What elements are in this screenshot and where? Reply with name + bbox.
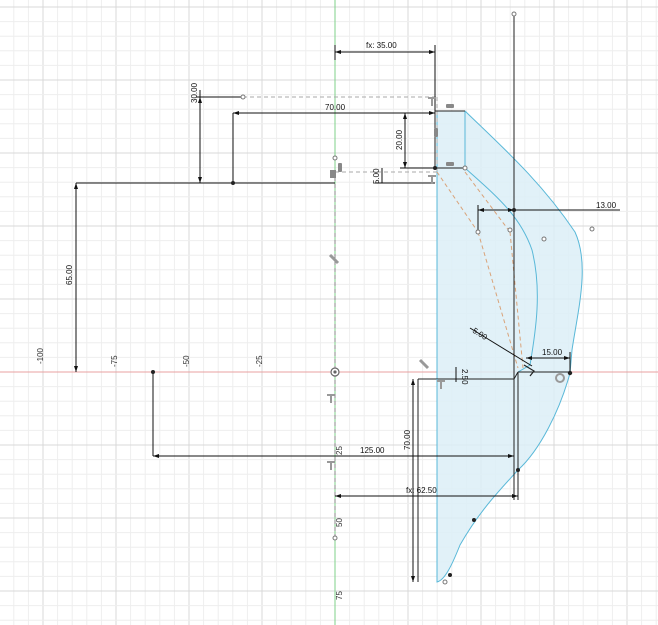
sketch-point[interactable]: [332, 155, 338, 161]
dimension-arrows: [74, 50, 570, 582]
sketch-point[interactable]: [231, 181, 235, 185]
perpendicular-constraint-icon[interactable]: [428, 175, 436, 184]
dimension-125[interactable]: 125.00: [360, 446, 385, 455]
vertical-constraint-icon[interactable]: [434, 128, 438, 137]
dimension-20[interactable]: 20.00: [395, 129, 404, 150]
coincident-constraint-icon[interactable]: [330, 170, 336, 178]
tangent-constraint-icon[interactable]: [418, 358, 430, 370]
sketch-profile-region[interactable]: [436, 110, 583, 583]
x-tick-label: -50: [182, 355, 191, 367]
dimension-15[interactable]: 15.00: [542, 348, 563, 357]
x-tick-label: -25: [255, 355, 264, 367]
vertical-constraint-icon[interactable]: [446, 104, 454, 108]
perpendicular-constraint-icon[interactable]: [437, 380, 445, 389]
dashed-construction-line[interactable]: [509, 231, 524, 369]
dimension-fx-62-5[interactable]: fx: 62.50: [406, 486, 437, 495]
dimension-70-vertical[interactable]: 70.00: [403, 429, 412, 450]
dimension-fx-35[interactable]: fx: 35.00: [366, 41, 397, 50]
sketch-point[interactable]: [541, 236, 547, 242]
y-tick-label: 50: [335, 518, 344, 527]
dimension-30[interactable]: 30.00: [190, 82, 199, 103]
sketch-origin-icon[interactable]: [330, 367, 340, 377]
sketch-point[interactable]: [151, 370, 155, 374]
sketch-point[interactable]: [589, 226, 595, 232]
y-axis-labels: 25 50 75: [335, 446, 344, 600]
sketch-lines: [417, 14, 570, 582]
perpendicular-constraint-icon[interactable]: [428, 97, 436, 106]
sketch-point[interactable]: [240, 94, 246, 100]
sketch-point[interactable]: [567, 370, 573, 376]
sketch-points: [151, 11, 595, 585]
sketch-point[interactable]: [442, 579, 448, 585]
sketch-point[interactable]: [475, 229, 481, 235]
inner-profile-curve[interactable]: [464, 167, 538, 373]
dashed-construction-line[interactable]: [436, 171, 479, 233]
vertical-constraint-icon[interactable]: [338, 163, 342, 172]
tangent-constraint-icon[interactable]: [555, 373, 565, 383]
sketch-line[interactable]: [513, 371, 519, 380]
sketch-point[interactable]: [512, 208, 516, 212]
dimension-5-vertical[interactable]: 5.00: [372, 168, 381, 184]
sketch-point[interactable]: [511, 11, 517, 17]
y-tick-label: 75: [335, 591, 344, 600]
dimension-70-top[interactable]: 70.00: [325, 103, 346, 112]
dashed-construction-line[interactable]: [464, 171, 511, 233]
dimension-13[interactable]: 13.00: [596, 201, 617, 210]
dimension-65[interactable]: 65.00: [65, 264, 74, 285]
sketch-point[interactable]: [332, 535, 338, 541]
sketch-point[interactable]: [516, 468, 520, 472]
vertical-constraint-icon[interactable]: [446, 162, 454, 166]
tangent-constraint-icon[interactable]: [523, 364, 535, 377]
perpendicular-constraint-icon[interactable]: [327, 394, 335, 403]
dimension-2-5[interactable]: 2.50: [460, 369, 469, 385]
x-tick-label: -100: [36, 347, 45, 364]
x-tick-label: -75: [110, 355, 119, 367]
dashed-construction-line[interactable]: [477, 231, 519, 369]
y-tick-label: 25: [335, 446, 344, 455]
tangent-constraint-icon[interactable]: [328, 253, 340, 265]
x-axis-labels: -100 -75 -50 -25: [36, 347, 264, 367]
dimension-lines: [75, 45, 620, 582]
constraint-icons: [327, 97, 565, 470]
sketch-point[interactable]: [448, 573, 452, 577]
perpendicular-constraint-icon[interactable]: [327, 461, 335, 470]
sketch-point[interactable]: [507, 227, 513, 233]
sketch-point[interactable]: [433, 166, 437, 170]
sketch-point[interactable]: [472, 518, 476, 522]
sketch-point[interactable]: [462, 165, 468, 171]
